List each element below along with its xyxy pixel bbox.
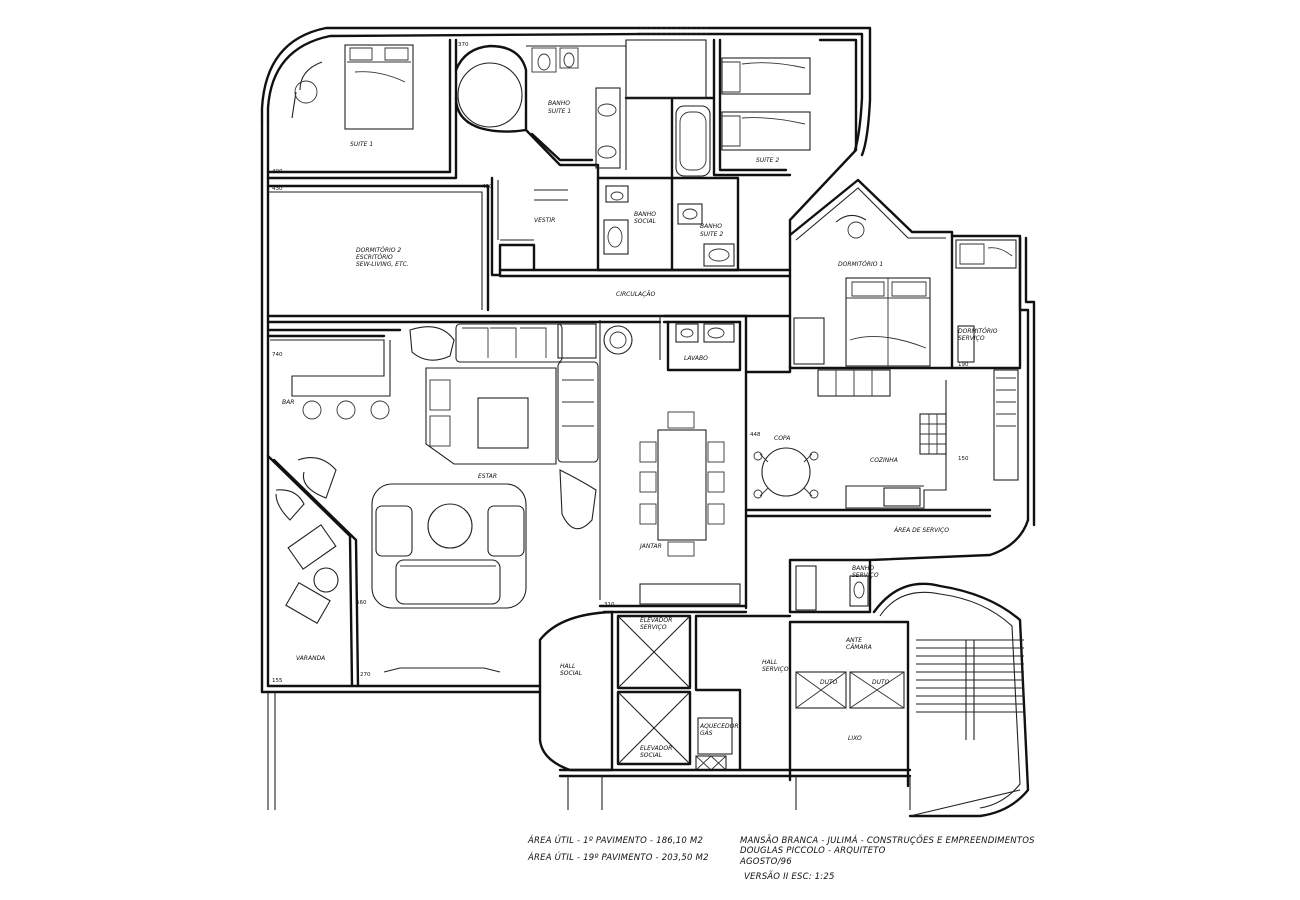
varanda-area: VARANDA 560 155 270 <box>266 454 501 688</box>
dim-310: 310 <box>604 602 615 608</box>
elevador-social-label-2: SOCIAL <box>640 752 662 759</box>
jantar-label: JANTAR <box>639 543 662 550</box>
dim-740: 740 <box>272 352 283 358</box>
hall-social-label-2: SOCIAL <box>560 670 582 677</box>
area-servico-label: ÁREA DE SERVIÇO <box>893 527 949 534</box>
halls-elevators: HALL SOCIAL ELEVADOR SERVIÇO ELEVADOR SO… <box>538 610 1021 817</box>
service-area: BANHO SERVIÇO ANTE CÂMARA DUTO DUTO LIXO <box>788 558 1030 818</box>
banho-servico-label-1: BANHO <box>852 565 874 572</box>
aquecedor-label-2: GÁS <box>700 730 713 737</box>
dormitorio2-label-3: SEW-LIVING, ETC. <box>356 261 409 268</box>
area-2-note: ÁREA ÚTIL - 19º PAVIMENTO - 203,50 M2 <box>528 853 709 863</box>
duto1-label: DUTO <box>820 679 838 686</box>
dim-430: 430 <box>272 186 283 192</box>
varanda-label: VARANDA <box>296 655 325 662</box>
ante-camara-label-1: ANTE <box>845 637 862 644</box>
dim-400: 400 <box>272 169 283 175</box>
dim-270: 270 <box>360 672 371 678</box>
suite2-label: SUITE 2 <box>756 157 779 164</box>
dim-448: 448 <box>750 432 761 438</box>
lavabo-label: LAVABO <box>684 355 708 362</box>
banho-suite2-label-1: BANHO <box>700 223 722 230</box>
vestir-label: VESTIR <box>534 217 555 224</box>
banho-suite1-label-2: SUITE 1 <box>548 108 571 115</box>
duto2-label: DUTO <box>872 679 890 686</box>
banho-servico-label-2: SERVIÇO <box>852 572 879 579</box>
hall-servico-label-2: SERVIÇO <box>762 666 789 673</box>
banho-suite2-label-2: SUITE 2 <box>700 231 723 238</box>
area-1-note: ÁREA ÚTIL - 1º PAVIMENTO - 186,10 M2 <box>528 836 704 846</box>
banho-suite1-area: BANHO SUITE 1 VESTIR 430 <box>454 40 627 277</box>
hall-social-label-1: HALL <box>560 663 575 670</box>
living-area: BAR 740 ESTAR <box>266 316 661 609</box>
dormitorio-servico-area: DORMITÓRIO SERVIÇO 190 <box>950 234 1022 481</box>
dim-370: 370 <box>458 42 469 48</box>
suite1-area: SUITE 1 400 370 <box>266 38 469 180</box>
dormitorio1-area: DORMITÓRIO 1 <box>788 178 954 397</box>
cozinha-label: COZINHA <box>870 457 898 464</box>
client-note: MANSÃO BRANCA - JULIMÁ - CONSTRUÇÕES E E… <box>740 836 1035 846</box>
dormitorio2-label-2: ESCRITÓRIO <box>356 254 393 261</box>
lavabo-area: LAVABO <box>666 320 742 372</box>
bar-label: BAR <box>282 399 294 406</box>
copa-label: COPA <box>774 435 790 442</box>
circulacao-label: CIRCULAÇÃO <box>616 291 655 298</box>
dim-560: 560 <box>356 600 367 606</box>
ante-camara-label-2: CÂMARA <box>846 644 872 651</box>
banhos-centrais: BANHO SOCIAL BANHO SUITE 2 <box>596 39 740 272</box>
dormitorio1-label: DORMITÓRIO 1 <box>838 261 883 268</box>
corridor: CIRCULAÇÃO <box>266 268 792 324</box>
cozinha-area: COPA 448 COZINHA 150 ÁREA DE SERVIÇO <box>744 364 992 534</box>
hall-servico-label-1: HALL <box>762 659 777 666</box>
estar-label: ESTAR <box>478 473 497 480</box>
date-note: AGOSTO/96 <box>740 857 792 867</box>
dim-150: 150 <box>958 456 969 462</box>
lixo-label: LIXO <box>848 735 862 742</box>
elevador-servico-label-1: ELEVADOR <box>640 617 672 624</box>
suite2-area: SUITE 2 <box>712 38 858 237</box>
dim-190: 190 <box>958 362 969 368</box>
suite1-label: SUITE 1 <box>350 141 373 148</box>
dorm-servico-label-2: SERVIÇO <box>958 335 985 342</box>
banho-social-label-2: SOCIAL <box>634 218 656 225</box>
jantar-area: JANTAR 310 <box>598 314 748 614</box>
dormitorio2-label-1: DORMITÓRIO 2 <box>356 247 401 254</box>
dim-155: 155 <box>272 678 283 684</box>
dorm-servico-label-1: DORMITÓRIO <box>958 328 998 335</box>
banho-social-label-1: BANHO <box>634 211 656 218</box>
version-note: VERSÃO II ESC: 1:25 <box>744 872 835 882</box>
aquecedor-label-1: AQUECEDOR <box>699 723 739 730</box>
dormitorio2-area: 430 DORMITÓRIO 2 ESCRITÓRIO SEW-LIVING, … <box>266 184 490 312</box>
elevador-servico-label-2: SERVIÇO <box>640 624 667 631</box>
banho-suite1-label-1: BANHO <box>548 100 570 107</box>
elevador-social-label-1: ELEVADOR <box>640 745 672 752</box>
architect-note: DOUGLAS PICCOLO - ARQUITETO <box>740 846 886 856</box>
